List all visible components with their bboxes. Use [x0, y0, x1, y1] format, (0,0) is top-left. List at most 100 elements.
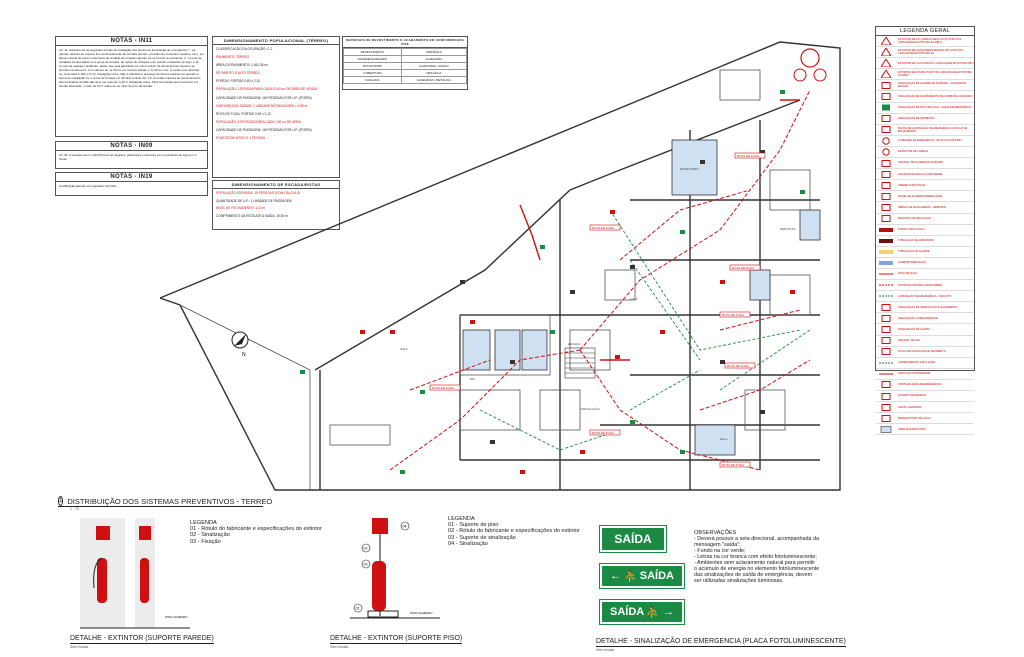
route-tag-text: ROTA DE FUGA — [432, 386, 454, 390]
detail-floor: 04 02 03 01 PISO ACABADO LEGENDA 01 - Su… — [330, 516, 600, 656]
legend-row: ABRIGO DE MANGUEIRAS - HIDRANTE — [876, 202, 974, 214]
legend-text: COMPARTIMENTAÇÃO — [898, 261, 926, 265]
legend-text: SINALIZAÇÃO DE EQUIPAMENTO DE COMBATE A … — [898, 94, 973, 98]
room-labels: SALALOJADEPÓSITOWCESCRITÓRIOCIRCULAÇÃOES… — [400, 166, 796, 441]
reservoir — [793, 48, 827, 82]
obs-line: - Ambientes sem aclaramento natural para… — [694, 560, 816, 566]
legend-symbol-icon — [876, 203, 896, 211]
equipment-marker — [610, 210, 615, 214]
equipment-marker — [680, 230, 685, 234]
sign-observations: OBSERVAÇÕES - Deverá possuir a seta dire… — [694, 530, 864, 584]
wall-legend-item-2: 02 - Sinalização — [190, 532, 230, 539]
legend-symbol-icon — [876, 271, 896, 277]
legend-symbol-icon — [876, 426, 896, 433]
escape-routes — [389, 89, 811, 471]
detail-sign: SAÍDA ← ⛹ SAÍDA SAÍDA ⛹ → OBSERVAÇÕES - … — [596, 525, 866, 656]
exit-sign-right: SAÍDA ⛹ → — [599, 599, 685, 625]
stairs-line: QUANTIDADE DE U.P.: 1 UNIDADE DE PASSAGE… — [216, 198, 292, 203]
legend-text: ILUMINAÇÃO DE EMERGÊNCIA - CIRCUITO — [898, 294, 952, 298]
floor-caption: DETALHE - EXTINTOR (SUPORTE PISO) — [330, 635, 463, 644]
legend-symbol-icon — [876, 93, 896, 101]
legend-row: ACIONADOR MANUAL COM SIRENE — [876, 169, 974, 181]
wall-legend: LEGENDA 01 - Rótulo do fabricante e espe… — [190, 520, 322, 545]
legend-row: CENTRAL DE ALARME DE INCÊNDIO — [876, 158, 974, 170]
exit-sign-left: ← ⛹ SAÍDA — [599, 563, 685, 589]
equipment-marker — [680, 450, 685, 454]
floor-floor-label: PISO ACABADO — [410, 611, 433, 615]
equipment-marker — [660, 330, 665, 334]
legend-text: PAINEL DE ALARME ENDEREÇÁVEL — [898, 194, 943, 198]
legend-geral-title: LEGENDA GERAL — [876, 27, 974, 36]
legend-symbol-icon — [876, 215, 896, 223]
legend-row: CENTRAL DE GLP — [876, 336, 974, 347]
legend-row: RESERVATÓRIO DE ÁGUA — [876, 413, 974, 425]
legend-row: EXTINTOR DE ÁGUA PRESSURIZADA (AP) PORTÁ… — [876, 47, 974, 59]
obs-line: das sinalizações de saída de emergência,… — [694, 572, 813, 578]
office-areas — [462, 139, 821, 456]
materials-box: MATERIAIS DE REVESTIMENTO E ACABAMENTO E… — [342, 36, 468, 90]
legend-text: SINALIZAÇÃO DE ROTA DE FUGA - SAÍDA DE E… — [898, 106, 972, 109]
legend-text: EXTINTOR DE CO2 PORTÁTIL CAPACIDADE EXTI… — [898, 61, 974, 65]
running-man-icon: ⛹ — [624, 570, 638, 583]
wall-extinguisher-drawing: PISO ACABADO — [80, 518, 190, 629]
stair — [564, 347, 596, 379]
legend-geral-list: EXTINTOR DE PÓ QUÍMICO SECO (PQS) PORTÁT… — [876, 36, 974, 436]
notes-in19-box: NOTAS - IN19 A edificação atende aos req… — [55, 172, 208, 196]
legend-text: QUADRO DE ENERGIA — [898, 394, 927, 398]
legend-row: DISTÂNCIA MÁXIMA A PERCORRER — [876, 280, 974, 292]
legend-symbol-icon — [876, 303, 896, 311]
room-label: CIRCULAÇÃO — [580, 406, 600, 411]
equipment-marker — [490, 440, 495, 444]
stairs-lines: POPULAÇÃO ATENDIDA: 15 PESSOAS (COM CÁLC… — [213, 189, 339, 223]
room-label: SALA — [400, 347, 408, 351]
legend-symbol-icon — [876, 403, 896, 411]
route-tag: ROTA DE FUGA — [719, 461, 751, 468]
equipment-marker — [400, 470, 405, 474]
legend-text: TUBULAÇÃO DE ALARME — [898, 250, 930, 254]
legend-text: LIMITE DE PROPRIEDADE — [898, 372, 931, 376]
title-number: 1 — [58, 496, 64, 506]
legend-symbol-icon — [876, 392, 896, 400]
legend-row: EXTINTOR DE CO2 PORTÁTIL CAPACIDADE EXTI… — [876, 58, 974, 70]
floor-callout-03: 03 — [364, 563, 368, 567]
population-line: PONTOS DE APOIO E 1 PESSOA — [216, 136, 266, 141]
exit-sign-right-text: SAÍDA — [610, 606, 645, 618]
legend-symbol-icon — [876, 260, 896, 266]
legend-row: PORTA CORTA-FOGO — [876, 225, 974, 236]
equipment-marker — [580, 450, 585, 454]
legend-row: SIRENE AUDIOVISUAL — [876, 180, 974, 192]
legend-row: ILUMINAÇÃO DE EMERGÊNCIA - CIRCUITO — [876, 291, 974, 303]
travel-distance — [479, 209, 811, 451]
arrow-right-icon: → — [662, 606, 674, 618]
title-text: DISTRIBUIÇÃO DOS SISTEMAS PREVENTIVOS - … — [67, 496, 273, 506]
legend-symbol-icon — [876, 314, 896, 322]
notes-in19-title: NOTAS - IN19 — [56, 173, 207, 182]
route-tag: ROTA DE FUGA — [429, 384, 461, 391]
wall-caption: DETALHE - EXTINTOR (SUPORTE PAREDE) — [70, 635, 214, 644]
legend-row: SINALIZAÇÃO DE PROIBIÇÃO — [876, 114, 974, 125]
legend-text: EXTINTOR DE ÁGUA PRESSURIZADA (AP) PORTÁ… — [898, 48, 964, 56]
legend-row: CAMINHAMENTO ATÉ A SAÍDA — [876, 358, 974, 369]
legend-symbol-icon — [876, 337, 896, 345]
population-line: ÁREA DO PAVIMENTO: 1.261,36 m² — [216, 63, 269, 68]
equipment-marker — [630, 420, 635, 424]
legend-text: PLACA DE INDICAÇÃO DE PAVIMENTO — [898, 350, 946, 354]
legend-row: PORTA DE SAÍDA DE EMERGÊNCIA — [876, 380, 974, 391]
population-line: ROTA DE FUGA: PORTAS 0,90 x 2,10 — [216, 111, 271, 116]
equipment-marker — [760, 150, 765, 154]
stairs-line: COMPRIMENTO DA ROTA ATÉ A SAÍDA: 15,00 m — [216, 213, 288, 218]
route-tag-text: ROTA DE FUGA — [722, 463, 744, 467]
legend-text: CENTRAL DE GLP — [898, 338, 921, 342]
stairs-line: NÍVEL DE FECHAMENTO: 1,10 m — [216, 206, 266, 211]
exit-sign-left-text: SAÍDA — [639, 570, 674, 582]
legend-text: EXTINTOR DE PÓ QUÍMICO SECO (PQS) PORTÁT… — [898, 37, 962, 45]
materials-title: MATERIAIS DE REVESTIMENTO E ACABAMENTO E… — [343, 37, 467, 48]
room-label: ESCADA — [568, 342, 580, 346]
property-line — [519, 99, 800, 361]
notes-in11-text: Art. 11. Admitem-se as seguintes formas … — [59, 48, 204, 88]
floor-legend-item-1: 01 - Suporte de piso — [448, 522, 499, 529]
legend-text: DISTÂNCIA MÁXIMA A PERCORRER — [898, 283, 942, 287]
detail-wall: PISO ACABADO LEGENDA 01 - Rótulo do fabr… — [70, 518, 330, 656]
floor-callout-01: 01 — [356, 607, 360, 611]
